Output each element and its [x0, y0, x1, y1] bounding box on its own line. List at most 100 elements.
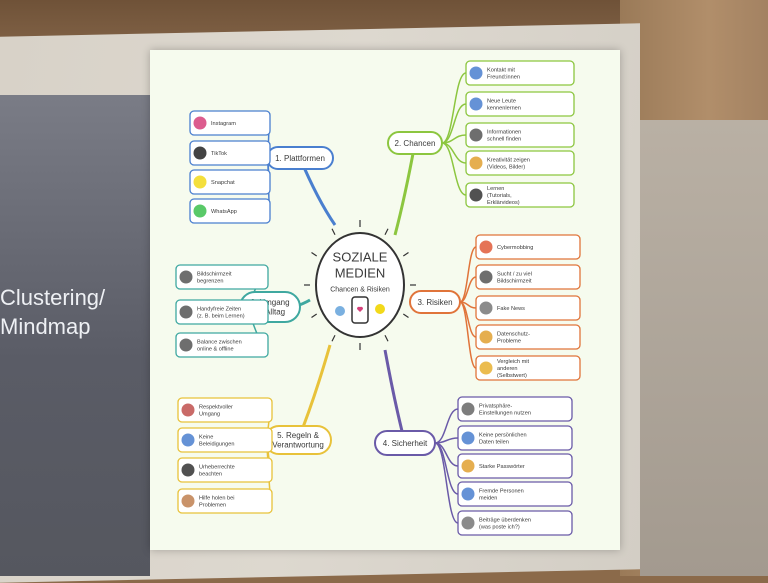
chancen-branch-line	[393, 142, 417, 236]
sparkle-line	[331, 334, 336, 342]
sicherheit-item-box	[457, 396, 573, 422]
regeln-item-box	[177, 397, 273, 423]
plattformen-item-label: WhatsApp	[211, 209, 237, 215]
speech-bubble-icon	[461, 516, 475, 530]
regeln-item-box	[177, 457, 273, 483]
risiken-item-box	[475, 234, 581, 260]
sad-face-icon	[479, 361, 493, 375]
chancen-connector-line	[441, 142, 467, 196]
angry-face-icon	[479, 240, 493, 254]
person-icon	[461, 431, 475, 445]
newspaper-icon	[479, 301, 493, 315]
plattformen-item-label: Snapchat	[211, 180, 235, 186]
palette-icon	[469, 156, 483, 170]
magnifier-icon	[469, 128, 483, 142]
speech-bubble-icon	[181, 433, 195, 447]
chancen-item-box	[465, 182, 575, 208]
gear-icon	[461, 402, 475, 416]
chancen-item-box	[465, 122, 575, 148]
instagram-icon	[193, 116, 207, 130]
sicherheit-branch-line	[383, 349, 407, 444]
umgang-item-box	[175, 332, 269, 358]
clock-icon	[479, 270, 493, 284]
sicherheit-connector-line	[434, 437, 459, 444]
umgang-item-box	[175, 264, 269, 290]
plattformen-item-box	[189, 140, 271, 166]
stranger-icon	[461, 487, 475, 501]
chancen-node-label: 2. Chancen	[395, 139, 436, 148]
sicherheit-node	[374, 430, 436, 456]
sparkle-line	[331, 228, 336, 236]
sicherheit-item-box	[457, 453, 573, 479]
sicherheit-node-label: 4. Sicherheit	[383, 439, 428, 448]
chancen-connector-line	[441, 103, 467, 144]
plattformen-item-label: TikTok	[211, 151, 227, 157]
regeln-node-label: 5. Regeln &Verantwortung	[272, 431, 324, 450]
regeln-item-box	[177, 488, 273, 514]
sparkle-line	[402, 313, 409, 318]
sicherheit-item-label: Starke Passwörter	[479, 464, 525, 470]
risiken-connector-line	[459, 301, 477, 369]
person-add-icon	[469, 97, 483, 111]
chancen-connector-line	[441, 142, 467, 164]
risiken-item-box	[475, 264, 581, 290]
chat-bubble-icon	[335, 306, 345, 316]
sicherheit-item-box	[457, 481, 573, 507]
whatsapp-icon	[193, 204, 207, 218]
sicherheit-item-label: Privatsphäre-Einstellungen nutzen	[479, 403, 531, 416]
copyright-icon	[181, 463, 195, 477]
plattformen-item-label: Instagram	[211, 121, 236, 127]
risiken-item-label: Fake News	[497, 306, 525, 312]
sparkle-line	[402, 252, 409, 257]
plattformen-item-box	[189, 198, 271, 224]
sicherheit-item-box	[457, 425, 573, 451]
risiken-node-label: 3. Risiken	[417, 298, 452, 307]
sparkle-line	[384, 228, 389, 236]
center-subtitle: Chancen & Risiken	[330, 286, 390, 293]
chancen-item-box	[465, 60, 575, 86]
snapchat-icon	[193, 175, 207, 189]
risiken-connector-line	[459, 276, 477, 303]
umgang-item-box	[175, 299, 269, 325]
key-icon	[461, 459, 475, 473]
chancen-connector-line	[441, 72, 467, 144]
center-title-line2: MEDIEN	[335, 266, 386, 281]
center-title-line1: SOZIALE	[333, 250, 388, 265]
people-icon	[469, 66, 483, 80]
regeln-item-box	[177, 427, 273, 453]
risiken-node	[409, 290, 461, 314]
sicherheit-connector-line	[434, 408, 459, 444]
sicherheit-item-box	[457, 510, 573, 536]
risiken-item-label: Datenschutz-Probleme	[497, 331, 530, 344]
risiken-item-label: Cybermobbing	[497, 245, 533, 251]
plattformen-item-box	[189, 169, 271, 195]
sicherheit-connector-line	[434, 442, 459, 524]
sparkle-line	[384, 334, 389, 342]
risiken-item-box	[475, 324, 581, 350]
graduation-cap-icon	[469, 188, 483, 202]
chancen-item-label: Kreativität zeigen(Videos, Bilder)	[487, 157, 530, 170]
chancen-item-box	[465, 91, 575, 117]
chancen-item-box	[465, 150, 575, 176]
risiken-item-box	[475, 355, 581, 381]
umgang-item-label: Handyfreie Zeiten(z. B. beim Lernen)	[197, 306, 245, 319]
heart-hands-icon	[181, 403, 195, 417]
tiktok-icon	[193, 146, 207, 160]
whiteboard-panel	[640, 120, 768, 576]
risiken-item-box	[475, 295, 581, 321]
chancen-item-label: Lernen(Tutorials,Erklärvideos)	[487, 186, 520, 206]
sparkle-line	[311, 252, 318, 257]
risiken-connector-line	[459, 246, 477, 303]
